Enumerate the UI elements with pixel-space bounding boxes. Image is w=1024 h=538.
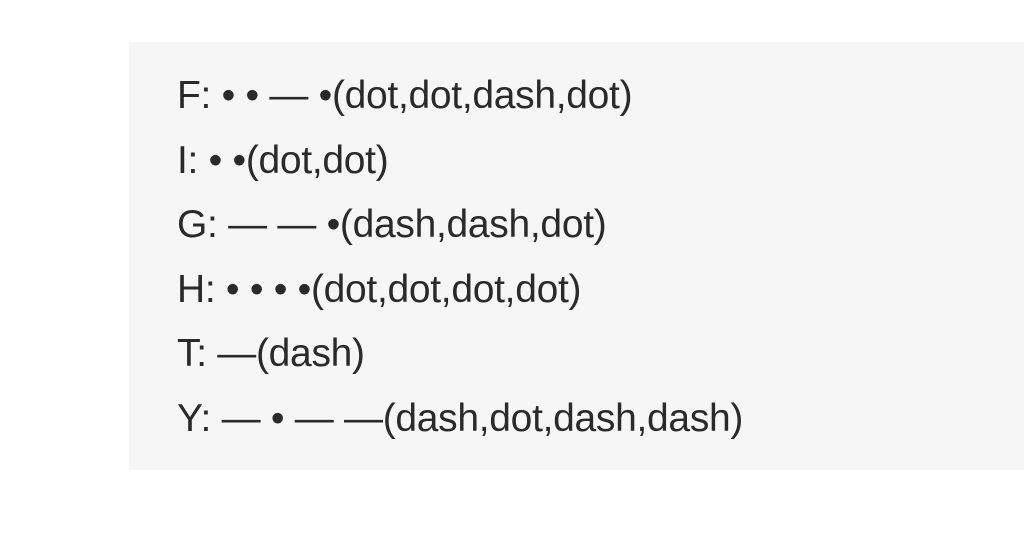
morse-line-t: T: —(dash) [177, 332, 365, 375]
morse-line-y: Y: — • — —(dash,dot,dash,dash) [177, 397, 744, 440]
morse-line-f: F: • • — •(dot,dot,dash,dot) [177, 74, 633, 117]
morse-line-g: G: — — •(dash,dash,dot) [177, 203, 607, 246]
morse-line-h: H: • • • •(dot,dot,dot,dot) [177, 268, 582, 311]
morse-line-i: I: • •(dot,dot) [177, 139, 389, 182]
morse-code-card: F: • • — •(dot,dot,dash,dot) I: • •(dot,… [129, 42, 1024, 470]
